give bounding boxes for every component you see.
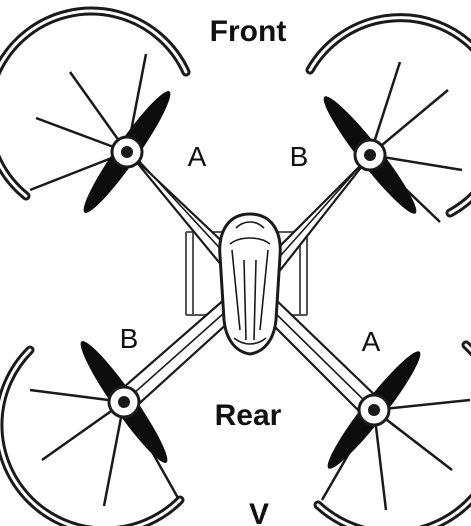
front-label: Front (210, 15, 287, 48)
propeller-label-front-right: B (290, 141, 309, 172)
rear-label: Rear (215, 399, 282, 432)
propeller-front-left (76, 85, 179, 219)
propeller-label-rear-right: A (362, 326, 381, 357)
drone-body (220, 214, 281, 354)
bottom-mark-label: V (249, 498, 269, 526)
propeller-label-front-left: A (188, 141, 207, 172)
propeller-label-rear-left: B (120, 323, 139, 354)
